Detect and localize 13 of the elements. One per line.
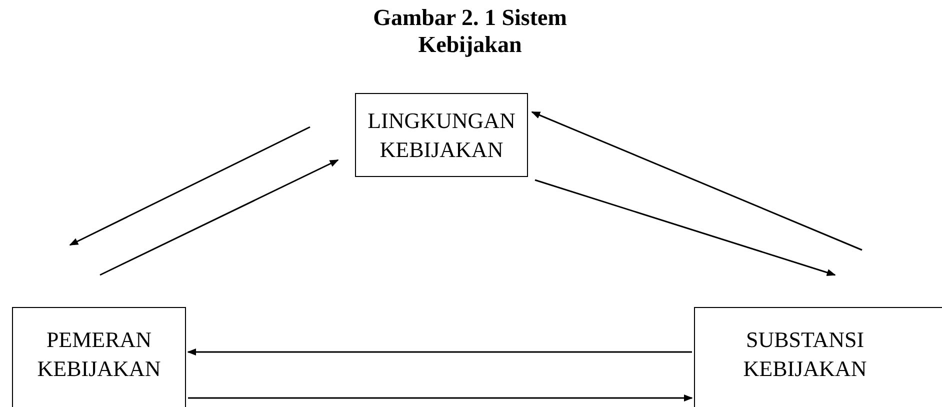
arrow xyxy=(69,126,310,246)
process-box xyxy=(12,307,186,407)
arrow xyxy=(534,179,836,276)
arrow xyxy=(188,394,693,402)
arrow xyxy=(187,348,692,356)
arrow xyxy=(531,111,862,251)
process-box xyxy=(355,93,528,177)
node-label: PEMERAN KEBIJAKAN xyxy=(36,326,162,382)
arrow xyxy=(100,159,339,276)
node-label: SUBSTANSI KEBIJAKAN xyxy=(742,326,868,382)
diagram-title: Gambar 2. 1 Sistem Kebijakan xyxy=(372,4,568,58)
process-box xyxy=(694,307,942,407)
node-label: LINGKUNGAN KEBIJAKAN xyxy=(366,107,516,164)
